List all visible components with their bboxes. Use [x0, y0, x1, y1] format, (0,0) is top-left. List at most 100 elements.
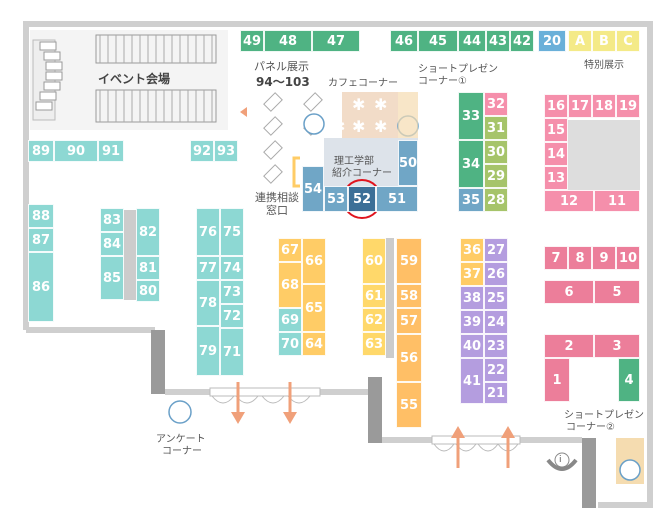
- booth-18[interactable]: 18: [592, 94, 616, 118]
- booth-19[interactable]: 19: [616, 94, 640, 118]
- booth-59[interactable]: 59: [396, 238, 422, 284]
- booth-85[interactable]: 85: [100, 256, 124, 300]
- booth-62[interactable]: 62: [362, 308, 386, 332]
- booth-24[interactable]: 24: [484, 310, 508, 334]
- booth-40[interactable]: 40: [460, 334, 484, 358]
- booth-67[interactable]: 67: [278, 238, 302, 262]
- booth-56[interactable]: 56: [396, 334, 422, 382]
- booth-71[interactable]: 71: [220, 328, 244, 376]
- booth-93[interactable]: 93: [214, 140, 238, 162]
- booth-36[interactable]: 36: [460, 238, 484, 262]
- booth-14[interactable]: 14: [544, 142, 568, 166]
- panel-exhibit-label: パネル展示: [254, 60, 309, 73]
- booth-34[interactable]: 34: [458, 140, 484, 188]
- booth-61[interactable]: 61: [362, 284, 386, 308]
- booth-27[interactable]: 27: [484, 238, 508, 262]
- booth-A[interactable]: A: [568, 30, 592, 52]
- panel-range-label: 94～103: [256, 75, 310, 89]
- booth-3[interactable]: 3: [594, 334, 640, 358]
- booth-53[interactable]: 53: [324, 186, 348, 212]
- booth-48[interactable]: 48: [264, 30, 312, 52]
- booth-75[interactable]: 75: [220, 208, 244, 256]
- booth-68[interactable]: 68: [278, 262, 302, 308]
- booth-25[interactable]: 25: [484, 286, 508, 310]
- booth-9[interactable]: 9: [592, 246, 616, 270]
- booth-50[interactable]: 50: [398, 140, 418, 186]
- booth-86[interactable]: 86: [28, 252, 54, 322]
- booth-8[interactable]: 8: [568, 246, 592, 270]
- booth-52[interactable]: 52: [348, 186, 376, 212]
- booth-17[interactable]: 17: [568, 94, 592, 118]
- booth-22[interactable]: 22: [484, 358, 508, 382]
- booth-38[interactable]: 38: [460, 286, 484, 310]
- booth-41[interactable]: 41: [460, 358, 484, 404]
- consult-label-2: 窓口: [266, 204, 288, 217]
- booth-81[interactable]: 81: [136, 256, 160, 280]
- booth-26[interactable]: 26: [484, 262, 508, 286]
- booth-6[interactable]: 6: [544, 280, 594, 304]
- booth-47[interactable]: 47: [312, 30, 360, 52]
- booth-29[interactable]: 29: [484, 164, 508, 188]
- booth-92[interactable]: 92: [190, 140, 214, 162]
- booth-7[interactable]: 7: [544, 246, 568, 270]
- booth-32[interactable]: 32: [484, 92, 508, 116]
- booth-39[interactable]: 39: [460, 310, 484, 334]
- booth-43[interactable]: 43: [486, 30, 510, 52]
- booth-63[interactable]: 63: [362, 332, 386, 356]
- booth-44[interactable]: 44: [458, 30, 486, 52]
- booth-90[interactable]: 90: [54, 140, 98, 162]
- booth-C[interactable]: C: [616, 30, 640, 52]
- rikou-label-1: 理工学部: [334, 156, 374, 167]
- booth-77[interactable]: 77: [196, 256, 220, 280]
- booth-15[interactable]: 15: [544, 118, 568, 142]
- booth-69[interactable]: 69: [278, 308, 302, 332]
- booth-1[interactable]: 1: [544, 358, 570, 402]
- booth-65[interactable]: 65: [302, 284, 326, 332]
- booth-B[interactable]: B: [592, 30, 616, 52]
- booth-60[interactable]: 60: [362, 238, 386, 284]
- booth-4[interactable]: 4: [618, 358, 640, 402]
- booth-54[interactable]: 54: [302, 166, 324, 212]
- booth-64[interactable]: 64: [302, 332, 326, 356]
- booth-80[interactable]: 80: [136, 280, 160, 302]
- booth-37[interactable]: 37: [460, 262, 484, 286]
- booth-76[interactable]: 76: [196, 208, 220, 256]
- booth-5[interactable]: 5: [594, 280, 640, 304]
- booth-28[interactable]: 28: [484, 188, 508, 212]
- booth-2[interactable]: 2: [544, 334, 594, 358]
- booth-66[interactable]: 66: [302, 238, 326, 284]
- booth-46[interactable]: 46: [390, 30, 418, 52]
- booth-79[interactable]: 79: [196, 326, 220, 376]
- booth-45[interactable]: 45: [418, 30, 458, 52]
- booth-82[interactable]: 82: [136, 208, 160, 256]
- booth-16[interactable]: 16: [544, 94, 568, 118]
- booth-91[interactable]: 91: [98, 140, 124, 162]
- booth-87[interactable]: 87: [28, 228, 54, 252]
- booth-13[interactable]: 13: [544, 166, 568, 190]
- booth-42[interactable]: 42: [510, 30, 534, 52]
- booth-11[interactable]: 11: [594, 190, 640, 212]
- booth-73[interactable]: 73: [220, 280, 244, 304]
- booth-49[interactable]: 49: [240, 30, 264, 52]
- booth-55[interactable]: 55: [396, 382, 422, 428]
- booth-20[interactable]: 20: [538, 30, 566, 52]
- booth-74[interactable]: 74: [220, 256, 244, 280]
- booth-57[interactable]: 57: [396, 308, 422, 334]
- booth-89[interactable]: 89: [28, 140, 54, 162]
- booth-12[interactable]: 12: [544, 190, 594, 212]
- booth-70[interactable]: 70: [278, 332, 302, 356]
- booth-23[interactable]: 23: [484, 334, 508, 358]
- booth-33[interactable]: 33: [458, 92, 484, 140]
- booth-51[interactable]: 51: [376, 186, 418, 212]
- booth-84[interactable]: 84: [100, 232, 124, 256]
- booth-72[interactable]: 72: [220, 304, 244, 328]
- booth-31[interactable]: 31: [484, 116, 508, 140]
- booth-83[interactable]: 83: [100, 208, 124, 232]
- booth-10[interactable]: 10: [616, 246, 640, 270]
- booth-88[interactable]: 88: [28, 204, 54, 228]
- booth-78[interactable]: 78: [196, 280, 220, 326]
- booth-35[interactable]: 35: [458, 188, 484, 212]
- booth-21[interactable]: 21: [484, 382, 508, 404]
- booth-58[interactable]: 58: [396, 284, 422, 308]
- booth-30[interactable]: 30: [484, 140, 508, 164]
